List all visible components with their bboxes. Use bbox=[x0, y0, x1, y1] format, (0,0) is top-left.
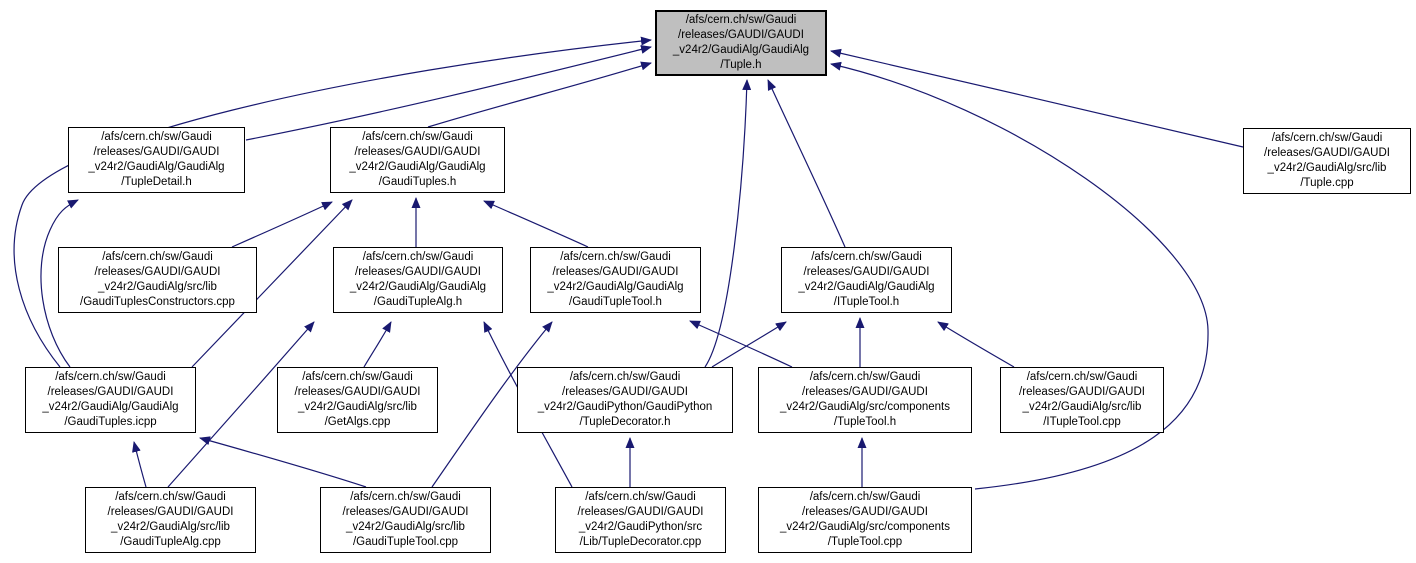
edge-gaudituples-icpp-to-gaudituples-h bbox=[191, 199, 353, 368]
edge-tupledecorator-h-to-itupletool-h bbox=[711, 321, 787, 368]
graph-node-tupledecorator-cpp[interactable]: /afs/cern.ch/sw/Gaudi /releases/GAUDI/GA… bbox=[555, 487, 726, 553]
edge-tupledecorator-h-to-tuple-h bbox=[704, 79, 752, 368]
edge-gaudituptool-h-to-gaudituples-h bbox=[483, 200, 589, 248]
edge-gaudituptool-cpp-to-gaudituptool-h bbox=[431, 321, 553, 488]
graph-node-tupledecorator-h[interactable]: /afs/cern.ch/sw/Gaudi /releases/GAUDI/GA… bbox=[517, 367, 733, 433]
edge-tupledetail-h-to-tuple-h bbox=[245, 45, 652, 141]
edge-gaudituples-icpp-to-tupledetail-h bbox=[40, 199, 79, 368]
graph-node-tupletool-h[interactable]: /afs/cern.ch/sw/Gaudi /releases/GAUDI/GA… bbox=[758, 367, 972, 433]
edge-itupletool-h-to-tuple-h bbox=[767, 79, 846, 248]
edge-gaudituptool-cpp-to-gaudituples-icpp bbox=[199, 436, 367, 488]
graph-node-gaudituples-h[interactable]: /afs/cern.ch/sw/Gaudi /releases/GAUDI/GA… bbox=[330, 127, 505, 193]
edge-tupletool-h-to-gaudituptool-h bbox=[689, 320, 793, 368]
edge-tupletool-cpp-to-tuple-h bbox=[830, 61, 1209, 490]
graph-node-gaudituples-icpp[interactable]: /afs/cern.ch/sw/Gaudi /releases/GAUDI/GA… bbox=[25, 367, 196, 433]
graph-node-gaudituplesconstructors-cpp[interactable]: /afs/cern.ch/sw/Gaudi /releases/GAUDI/GA… bbox=[58, 247, 257, 313]
graph-node-gauditumplealg-h[interactable]: /afs/cern.ch/sw/Gaudi /releases/GAUDI/GA… bbox=[333, 247, 503, 313]
edge-gauditumplealg-cpp-to-gaudituples-icpp bbox=[132, 441, 147, 488]
edge-gaudituples-h-to-tuple-h bbox=[427, 61, 652, 128]
graph-node-itupletool-cpp[interactable]: /afs/cern.ch/sw/Gaudi /releases/GAUDI/GA… bbox=[1000, 367, 1164, 433]
graph-node-tupledetail-h[interactable]: /afs/cern.ch/sw/Gaudi /releases/GAUDI/GA… bbox=[68, 127, 245, 193]
edge-itupletool-cpp-to-itupletool-h bbox=[937, 321, 1015, 368]
edge-getalgs-cpp-to-gauditumplealg-h bbox=[363, 321, 392, 368]
edge-tuple-cpp-to-tuple-h bbox=[830, 48, 1244, 148]
edge-gauditumplealg-cpp-to-gauditumplealg-h bbox=[167, 321, 315, 488]
graph-node-itupletool-h[interactable]: /afs/cern.ch/sw/Gaudi /releases/GAUDI/GA… bbox=[781, 247, 952, 313]
edge-gaudituples-icpp-to-tuple-h bbox=[13, 36, 652, 368]
graph-node-tuple-cpp[interactable]: /afs/cern.ch/sw/Gaudi /releases/GAUDI/GA… bbox=[1243, 128, 1411, 194]
graph-node-gaudituptool-cpp[interactable]: /afs/cern.ch/sw/Gaudi /releases/GAUDI/GA… bbox=[320, 487, 491, 553]
graph-node-tupletool-cpp[interactable]: /afs/cern.ch/sw/Gaudi /releases/GAUDI/GA… bbox=[758, 487, 972, 553]
graph-node-getalgs-cpp[interactable]: /afs/cern.ch/sw/Gaudi /releases/GAUDI/GA… bbox=[277, 367, 438, 433]
graph-node-gauditumplealg-cpp[interactable]: /afs/cern.ch/sw/Gaudi /releases/GAUDI/GA… bbox=[85, 487, 256, 553]
graph-node-tuple-h[interactable]: /afs/cern.ch/sw/Gaudi /releases/GAUDI/GA… bbox=[655, 10, 827, 76]
graph-node-gaudituptool-h[interactable]: /afs/cern.ch/sw/Gaudi /releases/GAUDI/GA… bbox=[530, 247, 701, 313]
edge-gaudituplesconstructors-cpp-to-gaudituples-h bbox=[231, 201, 333, 248]
